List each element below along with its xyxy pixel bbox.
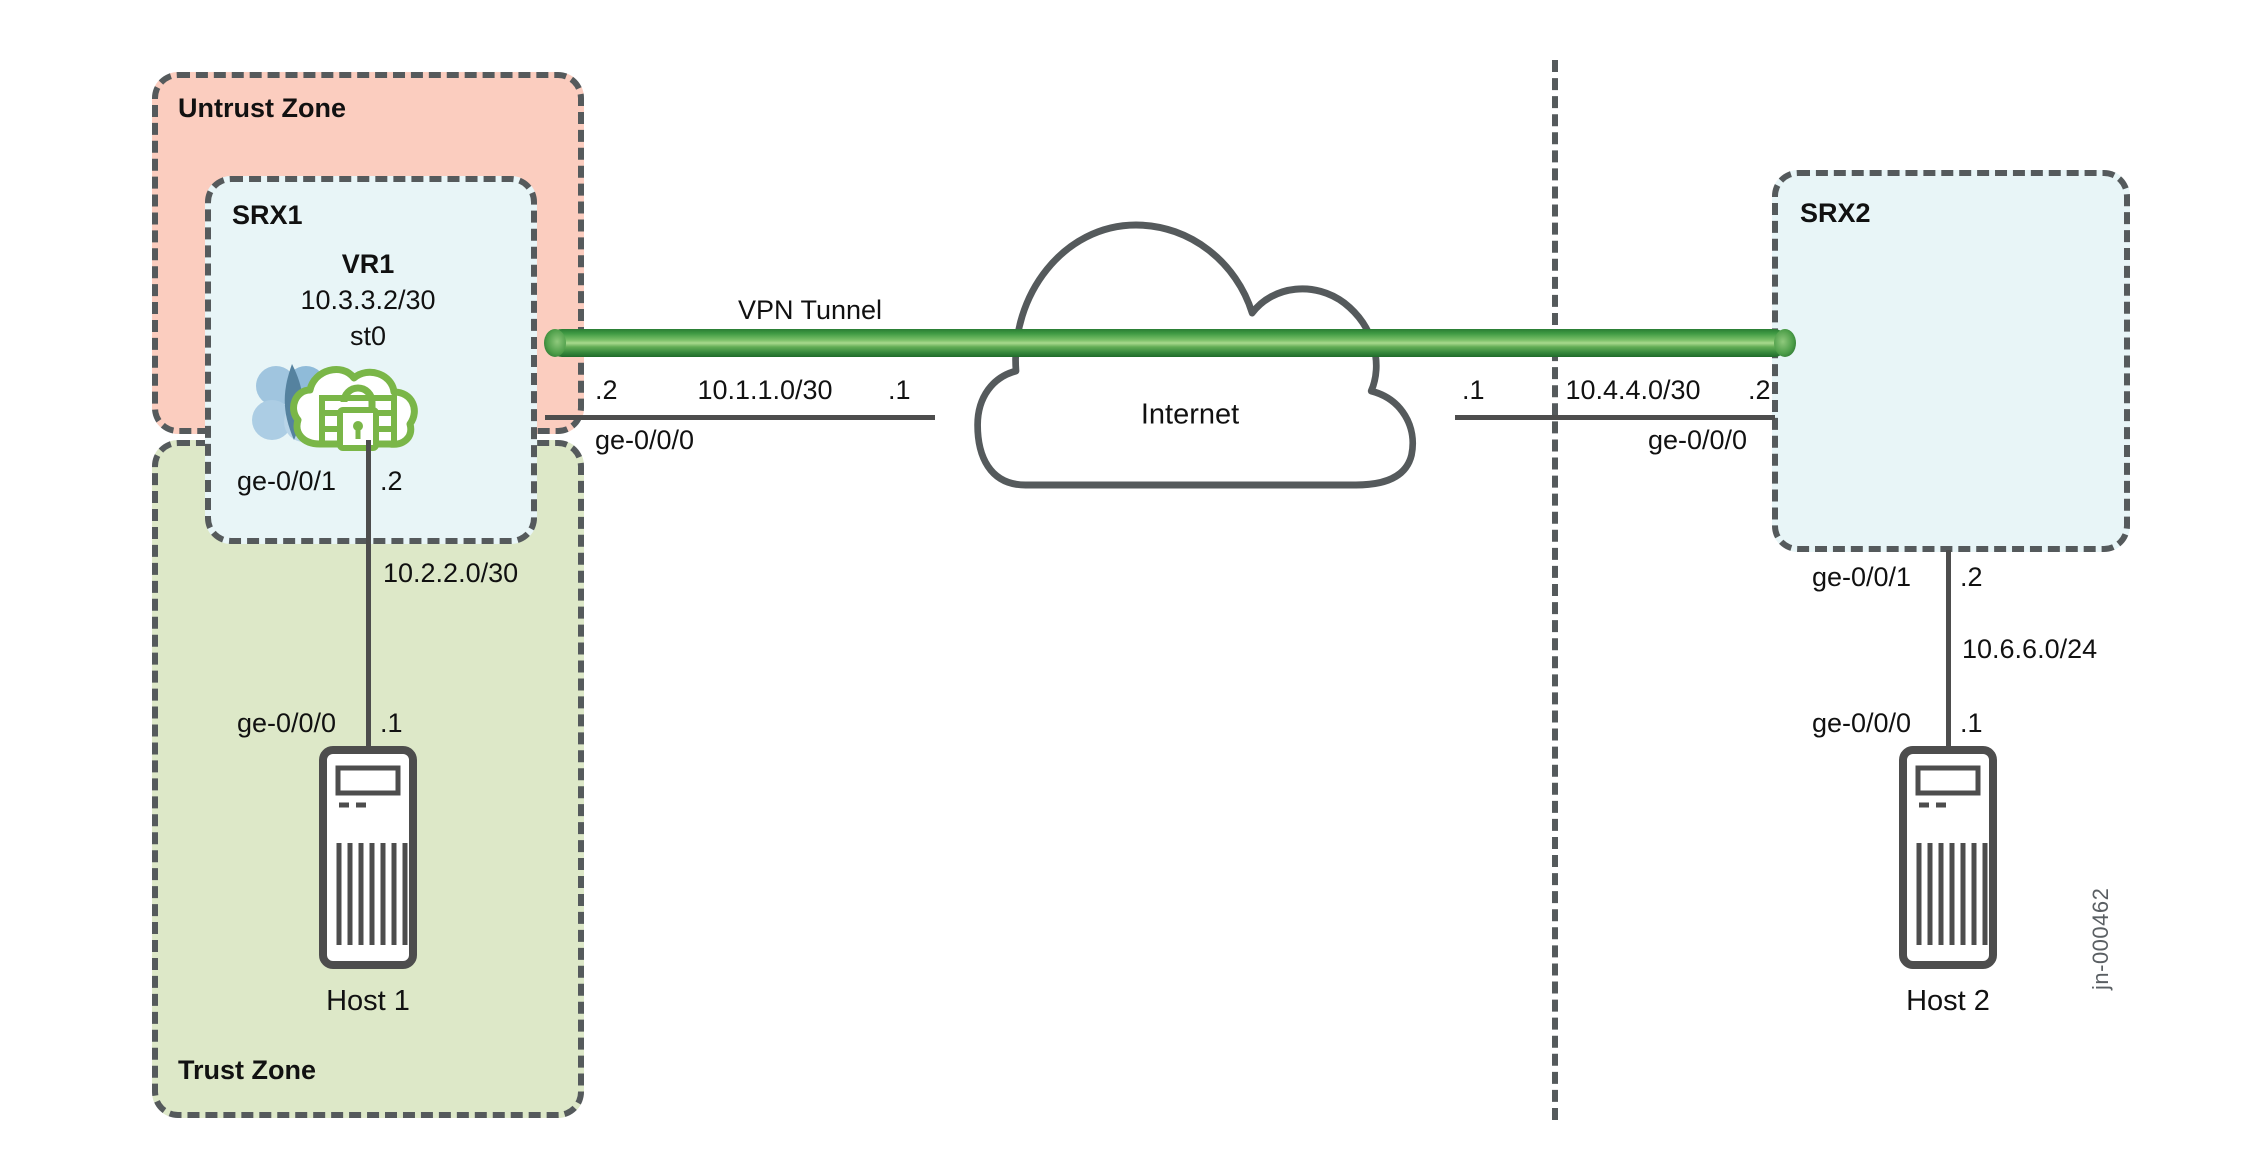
srx1-device-box: [205, 176, 537, 544]
srx1-wan-interface-label: ge-0/0/0: [595, 425, 695, 455]
host2-server-icon: [1898, 745, 1998, 970]
wan-link-right-wire: [1455, 415, 1775, 420]
vpn-tunnel-label: VPN Tunnel: [737, 295, 883, 325]
srx1-label: SRX1: [232, 200, 303, 230]
host2-label: Host 2: [1906, 985, 1990, 1017]
host2-interface-label: ge-0/0/0: [1812, 708, 1912, 738]
srx2-label: SRX2: [1800, 198, 1871, 228]
host1-label: Host 1: [326, 985, 410, 1017]
vpn-tunnel-pipe: [548, 329, 1788, 357]
vr1-interface-label: st0: [349, 321, 387, 351]
internet-label: Internet: [1140, 398, 1240, 431]
internet-left-octet-label: .1: [888, 375, 911, 405]
site-separator-dashed-line: [1552, 60, 1558, 1120]
trust-zone-label: Trust Zone: [178, 1055, 317, 1085]
srx1-lan-octet-label: .2: [380, 466, 403, 496]
vr1-address-label: 10.3.3.2/30: [300, 285, 436, 315]
srx1-wan-octet-label: .2: [595, 375, 618, 405]
wan-right-subnet-label: 10.4.4.0/30: [1565, 375, 1701, 405]
watermark-label: jn-000462: [2088, 887, 2113, 990]
lan-right-wire: [1946, 550, 1951, 760]
srx2-lan-interface-label: ge-0/0/1: [1812, 562, 1912, 592]
host1-interface-label: ge-0/0/0: [237, 708, 337, 738]
untrust-zone-label: Untrust Zone: [178, 93, 346, 123]
lan-left-wire: [366, 440, 371, 760]
wan-left-subnet-label: 10.1.1.0/30: [697, 375, 833, 405]
srx2-lan-octet-label: .2: [1960, 562, 1983, 592]
srx1-lan-interface-label: ge-0/0/1: [237, 466, 337, 496]
srx2-device-box: [1772, 170, 2130, 552]
vpn-tunnel-left-endpoint: [544, 329, 566, 357]
srx2-wan-interface-label: ge-0/0/0: [1648, 425, 1748, 455]
host1-server-icon: [318, 745, 418, 970]
lan-left-subnet-label: 10.2.2.0/30: [383, 558, 519, 588]
lan-right-subnet-label: 10.6.6.0/24: [1962, 634, 2098, 664]
srx2-wan-octet-label: .2: [1748, 375, 1771, 405]
internet-right-octet-label: .1: [1462, 375, 1485, 405]
host1-octet-label: .1: [380, 708, 403, 738]
host2-octet-label: .1: [1960, 708, 1983, 738]
vpn-cloud-lock-icon: [250, 340, 450, 470]
wan-link-left-wire: [545, 415, 935, 420]
vpn-tunnel-right-endpoint: [1774, 329, 1796, 357]
vr1-label: VR1: [341, 249, 395, 279]
